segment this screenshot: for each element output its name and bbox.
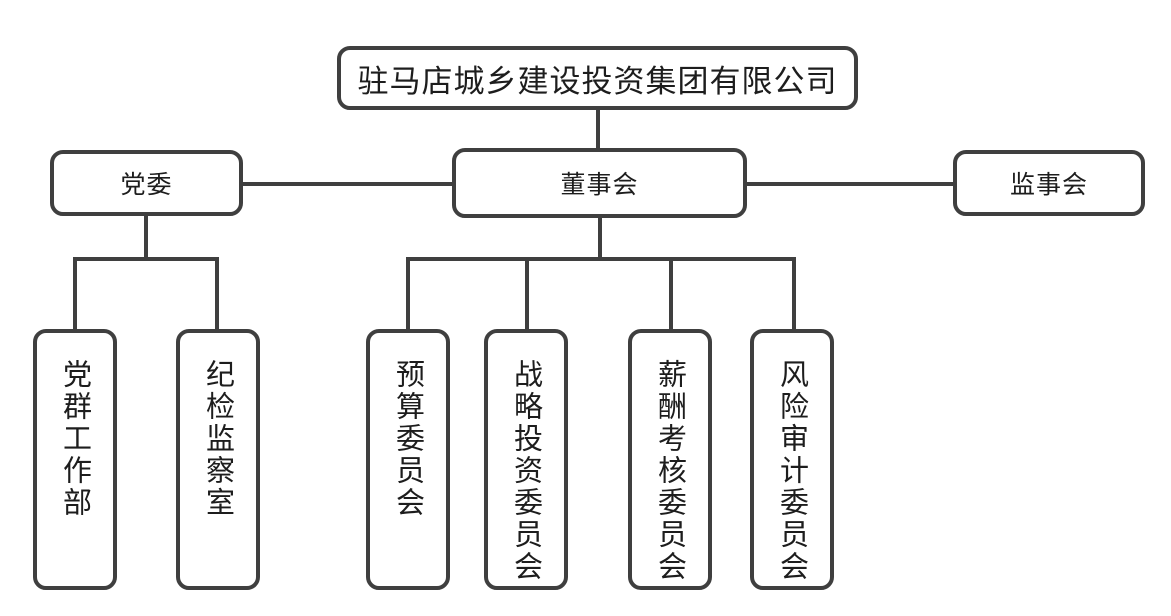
node-party-mass-work-dept-label: 党群工作部 [58,359,93,519]
connector-board-children-bus [406,257,796,261]
connector-drop-compensation-appraisal-committee [669,257,673,329]
node-board-of-supervisors-label: 监事会 [1009,170,1088,199]
node-party-mass-work-dept[interactable]: 党群工作部 [33,329,117,590]
connector-party-stem [144,215,148,259]
node-root[interactable]: 驻马店城乡建设投资集团有限公司 [337,46,858,110]
node-strategic-investment-committee-label: 战略投资委员会 [509,359,544,583]
connector-board-stem [598,215,602,259]
node-board-of-supervisors[interactable]: 监事会 [953,150,1145,216]
node-board-of-directors-label: 董事会 [560,170,639,199]
node-risk-audit-committee-label: 风险审计委员会 [775,359,810,583]
connector-party-children-bus [73,257,219,261]
node-discipline-inspection-office[interactable]: 纪检监察室 [176,329,260,590]
connector-drop-risk-audit-committee [792,257,796,329]
node-budget-committee-label: 预算委员会 [391,359,426,519]
node-budget-committee[interactable]: 预算委员会 [366,329,450,590]
node-party-committee-label: 党委 [120,170,173,199]
node-strategic-investment-committee[interactable]: 战略投资委员会 [484,329,568,590]
connector-drop-party-mass-work-dept [73,257,77,329]
node-board-of-directors[interactable]: 董事会 [452,148,747,218]
connector-drop-discipline-inspection-office [215,257,219,329]
connector-drop-strategic-investment-committee [525,257,529,329]
connector-root-stem [596,108,600,186]
node-root-label: 驻马店城乡建设投资集团有限公司 [357,63,838,100]
node-risk-audit-committee[interactable]: 风险审计委员会 [750,329,834,590]
node-compensation-appraisal-committee[interactable]: 薪酬考核委员会 [628,329,712,590]
node-party-committee[interactable]: 党委 [50,150,243,216]
node-compensation-appraisal-committee-label: 薪酬考核委员会 [653,359,688,583]
connector-drop-budget-committee [406,257,410,329]
node-discipline-inspection-office-label: 纪检监察室 [201,359,236,519]
